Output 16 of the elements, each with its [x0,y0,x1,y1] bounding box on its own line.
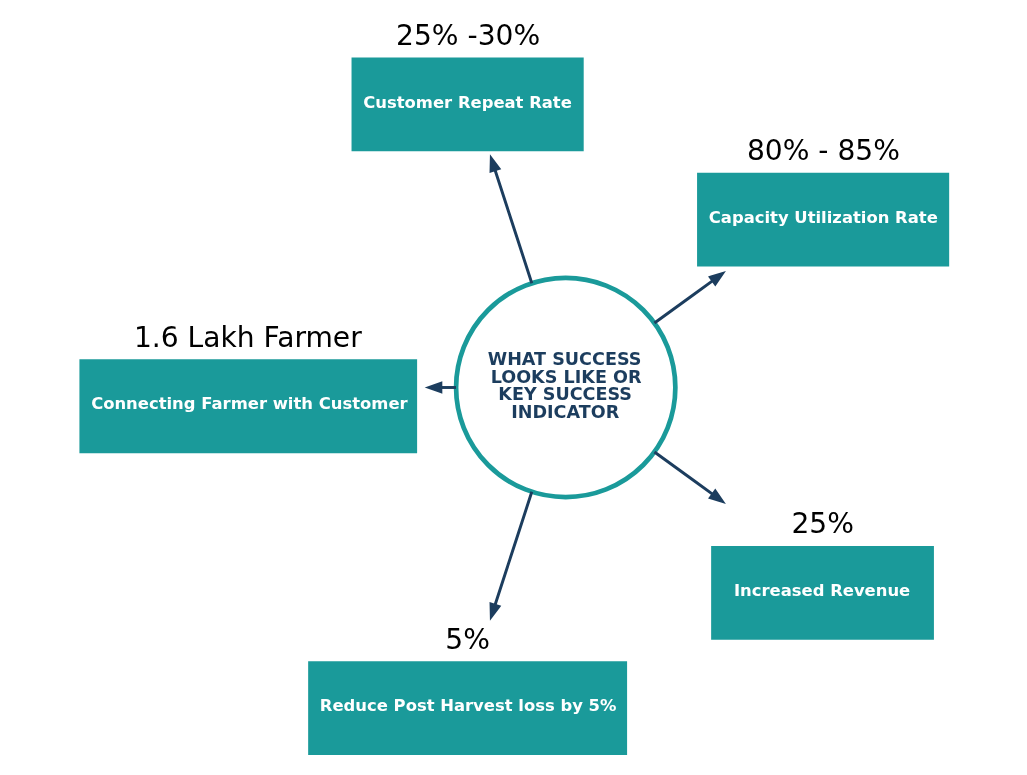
node-label: 25% [790,507,854,541]
node-box: Capacity Utilization Rate [696,172,949,267]
node-box: Customer Repeat Rate [351,57,584,152]
node-label: 25% -30% [395,18,540,52]
node-label: 80% - 85% [746,134,900,168]
arrow [653,271,726,325]
arrow [489,491,533,621]
arrow [653,450,726,504]
node-label: 5% [444,622,490,656]
node-box: Connecting Farmer with Customer [78,359,417,454]
node-box: Increased Revenue [710,545,934,640]
node-label: 1.6 Lakh Farmer [133,320,362,354]
arrow [489,154,533,284]
node-box: Reduce Post Harvest loss by 5% [307,661,627,756]
arrow [424,381,456,394]
node-circle: WHAT SUCCESS LOOKS LIKE OR KEY SUCCESS INDICATOR [453,275,678,500]
